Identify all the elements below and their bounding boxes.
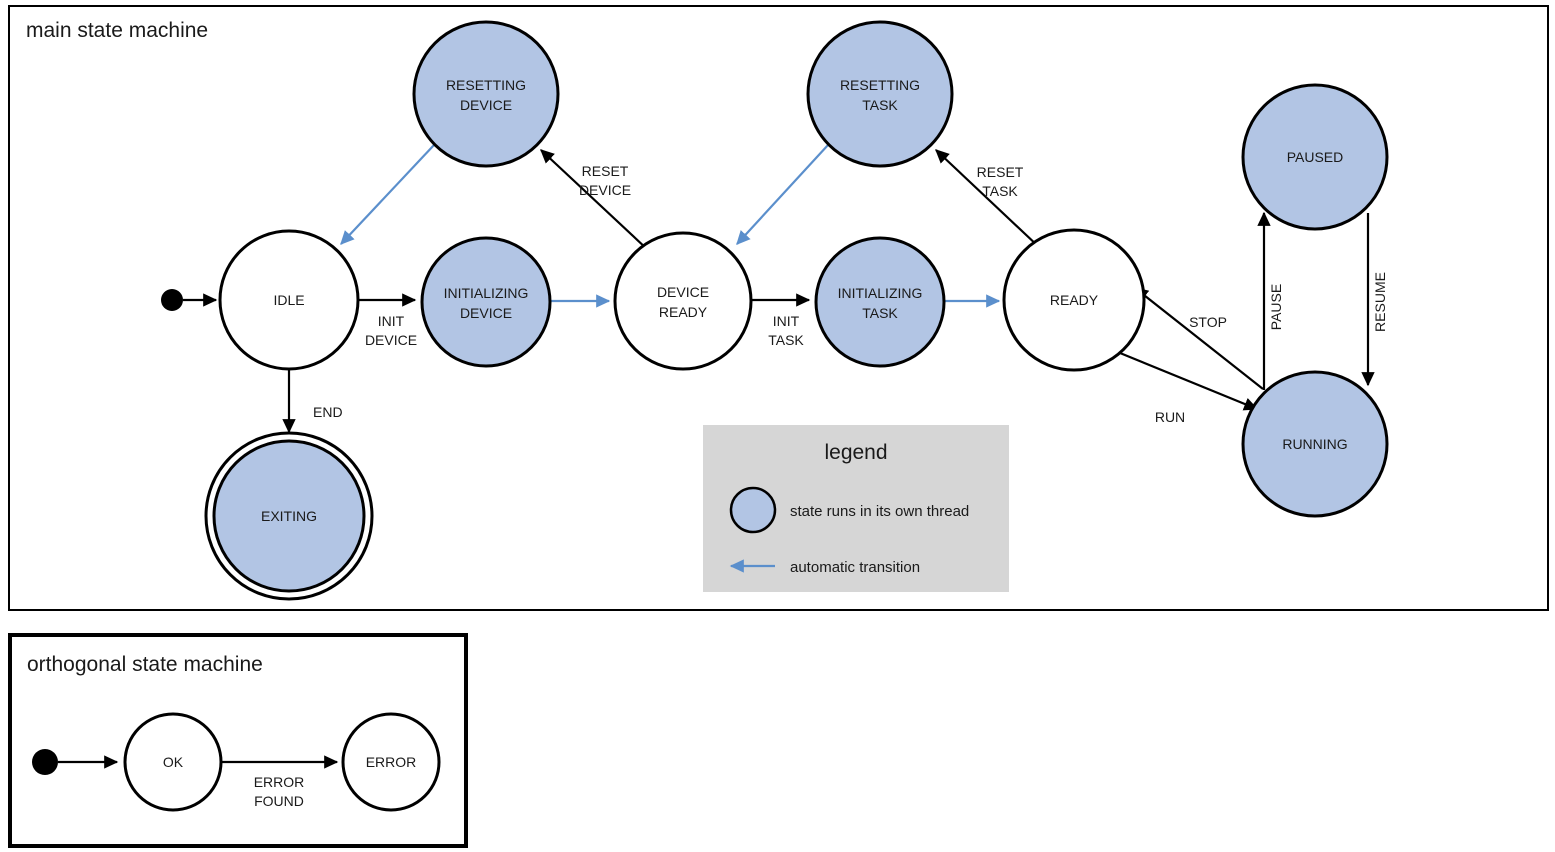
state-running-shape[interactable] <box>1241 370 1389 518</box>
state-initializing-device-label-line2: DEVICE <box>460 305 512 321</box>
state-initializing-task[interactable]: INITIALIZING TASK <box>814 236 946 368</box>
edge-label-init-task-line1: INIT <box>773 313 800 329</box>
transition-ready-to-resetting-task: RESET TASK <box>935 149 1041 249</box>
orthogonal-initial-state-dot <box>32 749 58 775</box>
transition-resetting-device-to-idle <box>340 144 435 245</box>
state-initializing-device[interactable]: INITIALIZING DEVICE <box>420 236 552 368</box>
state-paused-shape[interactable] <box>1241 83 1389 231</box>
edge-label-run: RUN <box>1155 409 1185 425</box>
state-resetting-task-label-line1: RESETTING <box>840 77 920 93</box>
state-running-label: RUNNING <box>1282 436 1347 452</box>
state-exiting[interactable]: EXITING <box>204 431 374 601</box>
transition-ready-to-running: RUN <box>1119 351 1259 425</box>
transition-device-ready-to-resetting-device: RESET DEVICE <box>540 149 649 251</box>
edge-label-reset-task-line2: TASK <box>982 183 1018 199</box>
state-device-ready-label-line1: DEVICE <box>657 284 709 300</box>
legend: legend state runs in its own thread auto… <box>703 425 1009 592</box>
transition-start-to-ok <box>32 749 119 775</box>
state-resetting-device-shape[interactable] <box>412 20 560 168</box>
edge-resetting-task-to-device-ready <box>736 144 829 245</box>
orthogonal-frame-title: orthogonal state machine <box>27 653 263 676</box>
edge-label-error-found-line2: FOUND <box>254 793 304 809</box>
main-state-machine-frame: main state machine <box>8 5 1549 611</box>
edge-label-init-task-line2: TASK <box>768 332 804 348</box>
legend-auto-transition-text: automatic transition <box>790 559 920 576</box>
state-initializing-task-shape[interactable] <box>814 236 946 368</box>
state-ok-label: OK <box>163 754 184 770</box>
state-resetting-task[interactable]: RESETTING TASK <box>806 20 954 168</box>
state-ready[interactable]: READY <box>1002 228 1146 372</box>
state-resetting-device-label-line2: DEVICE <box>460 97 512 113</box>
state-idle-label: IDLE <box>273 292 304 308</box>
state-exiting-label: EXITING <box>261 508 317 524</box>
state-ok[interactable]: OK <box>123 712 223 812</box>
edge-ready-to-resetting-task <box>935 149 1041 249</box>
state-ok-shape[interactable] <box>123 712 223 812</box>
edge-label-reset-device-line2: DEVICE <box>579 182 631 198</box>
state-exiting-outer-ring <box>204 431 374 601</box>
state-error[interactable]: ERROR <box>341 712 441 812</box>
state-initializing-task-label-line2: TASK <box>862 305 898 321</box>
transition-running-to-ready: STOP <box>1133 287 1264 390</box>
edge-running-to-ready <box>1133 287 1264 390</box>
state-running[interactable]: RUNNING <box>1241 370 1389 518</box>
orthogonal-state-machine-frame: orthogonal state machine ERROR FOUND OK … <box>8 633 468 848</box>
state-ready-shape[interactable] <box>1002 228 1146 372</box>
edge-label-init-device-line2: DEVICE <box>365 332 417 348</box>
state-initializing-device-label-line1: INITIALIZING <box>444 285 529 301</box>
edge-device-ready-to-resetting-device <box>540 149 649 251</box>
state-paused-label: PAUSED <box>1287 149 1344 165</box>
edge-resetting-device-to-idle <box>340 144 435 245</box>
main-transitions: INIT DEVICE END RESET DEVICE <box>161 144 1388 434</box>
edge-label-error-found-line1: ERROR <box>254 774 305 790</box>
edge-label-end: END <box>313 404 343 420</box>
legend-threaded-state-icon <box>729 486 777 534</box>
edge-label-pause: PAUSE <box>1268 284 1284 330</box>
state-initializing-task-label-line1: INITIALIZING <box>838 285 923 301</box>
edge-label-init-device-line1: INIT <box>378 313 405 329</box>
transition-idle-to-exiting: END <box>282 369 343 434</box>
state-device-ready-label-line2: READY <box>659 304 708 320</box>
transition-paused-to-running: RESUME <box>1361 213 1388 387</box>
edge-label-stop: STOP <box>1189 314 1227 330</box>
transition-start-to-idle <box>161 289 218 311</box>
state-device-ready[interactable]: DEVICE READY <box>613 231 753 371</box>
state-resetting-task-label-line2: TASK <box>862 97 898 113</box>
state-error-shape[interactable] <box>341 712 441 812</box>
state-idle[interactable]: IDLE <box>218 229 360 371</box>
state-paused[interactable]: PAUSED <box>1241 83 1389 231</box>
state-ready-label: READY <box>1050 292 1099 308</box>
legend-title: legend <box>824 441 887 464</box>
main-frame-title: main state machine <box>26 19 208 42</box>
transition-idle-to-initializing-device: INIT DEVICE <box>358 293 417 348</box>
legend-threaded-state-text: state runs in its own thread <box>790 503 969 520</box>
state-idle-shape[interactable] <box>218 229 360 371</box>
state-exiting-shape[interactable] <box>212 439 366 593</box>
state-error-label: ERROR <box>366 754 417 770</box>
transition-ok-to-error: ERROR FOUND <box>221 755 339 809</box>
edge-label-reset-device-line1: RESET <box>582 163 629 179</box>
main-states: IDLE RESETTING DEVICE INITIALIZING DEVIC… <box>204 20 1389 601</box>
transition-running-to-paused: PAUSE <box>1257 211 1284 390</box>
edge-label-reset-task-line1: RESET <box>977 164 1024 180</box>
state-initializing-device-shape[interactable] <box>420 236 552 368</box>
edge-label-resume: RESUME <box>1372 272 1388 332</box>
edge-ready-to-running <box>1119 351 1259 411</box>
state-resetting-device[interactable]: RESETTING DEVICE <box>412 20 560 168</box>
initial-state-dot <box>161 289 183 311</box>
state-device-ready-shape[interactable] <box>613 231 753 371</box>
transition-resetting-task-to-device-ready <box>736 144 829 245</box>
state-resetting-device-label-line1: RESETTING <box>446 77 526 93</box>
transition-device-ready-to-initializing-task: INIT TASK <box>752 293 811 348</box>
state-resetting-task-shape[interactable] <box>806 20 954 168</box>
